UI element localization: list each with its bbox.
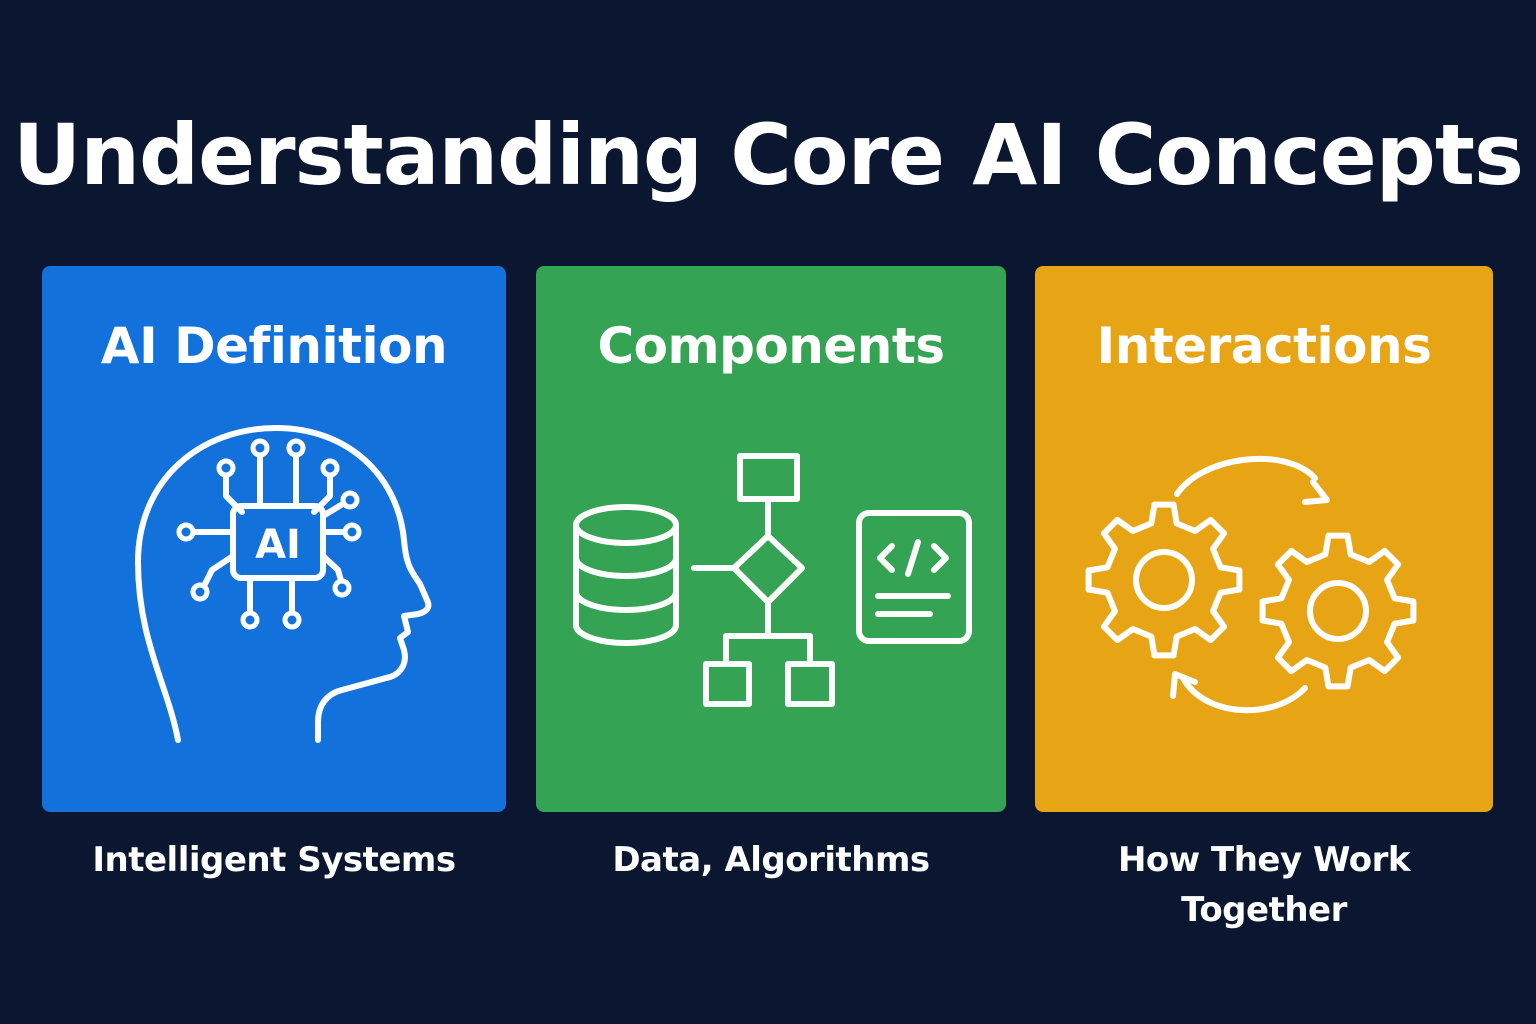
card-title-interactions: Interactions bbox=[1096, 317, 1432, 375]
head-with-ai-chip-icon: AI bbox=[135, 425, 432, 743]
gears-cycle-icon bbox=[1085, 455, 1417, 714]
bottom-arrow-head bbox=[1170, 671, 1198, 699]
card-ai-definition: AI Definition bbox=[42, 266, 506, 812]
caption-interactions: How They Work Together bbox=[1117, 840, 1411, 930]
database-flowchart-code-icon bbox=[573, 453, 972, 707]
bottom-cycle-arrow bbox=[1180, 675, 1308, 714]
left-gear-icon bbox=[1085, 501, 1243, 659]
caption-ai-definition: Intelligent Systems bbox=[92, 840, 456, 880]
top-cycle-arrow bbox=[1174, 455, 1318, 497]
card-title-ai-definition: AI Definition bbox=[100, 317, 448, 375]
flowchart-icon bbox=[691, 453, 835, 707]
left-gear-hub bbox=[1133, 549, 1195, 611]
database-icon bbox=[573, 504, 679, 646]
right-gear-hub bbox=[1307, 580, 1369, 642]
right-gear-icon bbox=[1259, 532, 1417, 690]
page-title: Understanding Core AI Concepts bbox=[13, 106, 1524, 204]
caption-components: Data, Algorithms bbox=[612, 840, 930, 880]
card-interactions: Interactions bbox=[1035, 266, 1493, 812]
top-arrow-head bbox=[1302, 479, 1330, 505]
card-components: Components bbox=[536, 266, 1006, 812]
chip-ai-label: AI bbox=[255, 522, 301, 568]
code-document-icon bbox=[856, 510, 972, 644]
card-title-components: Components bbox=[597, 317, 945, 375]
